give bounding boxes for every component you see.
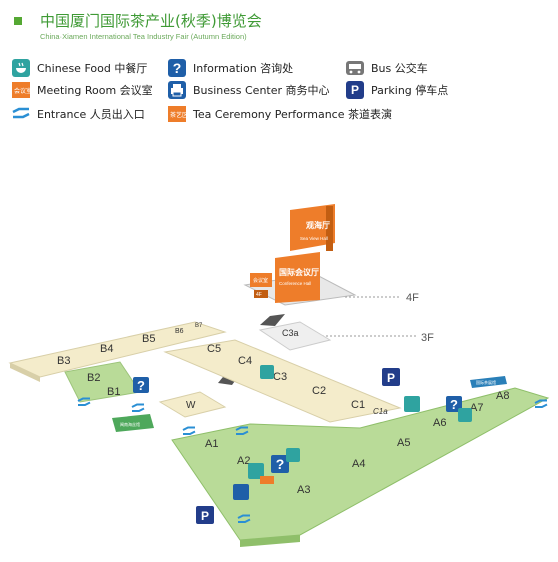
hall-B1[interactable]: B1 bbox=[107, 386, 120, 398]
hall-B2[interactable]: B2 bbox=[87, 372, 100, 384]
parking-icon: P bbox=[346, 81, 364, 99]
hall-A1[interactable]: A1 bbox=[205, 438, 218, 450]
hall-A6[interactable]: A6 bbox=[433, 417, 446, 429]
sign-hall-right-text: 国际茶展馆 bbox=[476, 379, 496, 385]
info-marker-a[interactable] bbox=[271, 455, 289, 473]
info-marker-east[interactable] bbox=[446, 396, 462, 412]
legend-label: Parking 停车点 bbox=[371, 84, 449, 97]
hall-C3[interactable]: C3 bbox=[273, 371, 287, 383]
hall-B4[interactable]: B4 bbox=[100, 343, 113, 355]
meeting-room-badge[interactable] bbox=[250, 273, 272, 287]
hall-B5[interactable]: B5 bbox=[142, 333, 155, 345]
legend-label: Business Center 商务中心 bbox=[193, 84, 330, 97]
sea-view-hall[interactable] bbox=[290, 204, 335, 251]
hall-C2[interactable]: C2 bbox=[312, 385, 326, 397]
sea-view-hall-side bbox=[326, 206, 333, 251]
hall-B3[interactable]: B3 bbox=[57, 355, 70, 367]
legend-tea-ceremony: 茶艺区 Tea Ceremony Performance 茶道表演 bbox=[168, 104, 392, 124]
legend-business-center: Business Center 商务中心 bbox=[168, 80, 330, 100]
hall-A3[interactable]: A3 bbox=[297, 484, 310, 496]
b-wing-edge bbox=[10, 363, 40, 382]
legend-label: Chinese Food 中餐厅 bbox=[37, 62, 148, 75]
conference-hall-cn: 国际会议厅 bbox=[279, 267, 319, 277]
legend-chinese-food: Chinese Food 中餐厅 bbox=[12, 58, 147, 78]
bus-icon bbox=[346, 59, 364, 77]
sign-hall-right bbox=[470, 376, 507, 388]
escalator-upper bbox=[260, 314, 285, 326]
hall-C3a[interactable]: C3a bbox=[282, 328, 299, 338]
meeting-room-icon: 会议室 bbox=[12, 81, 30, 99]
legend-information: ? Information 咨询处 bbox=[168, 58, 293, 78]
a-wing-edge bbox=[240, 535, 300, 547]
information-icon: ? bbox=[168, 59, 186, 77]
hall-C1a[interactable]: C1a bbox=[373, 407, 388, 416]
sign-hall-left bbox=[112, 414, 154, 432]
c-wing-floor bbox=[163, 339, 402, 423]
parking-icon[interactable] bbox=[382, 368, 400, 386]
entrance-icon bbox=[182, 426, 196, 435]
conference-hall[interactable] bbox=[275, 252, 320, 303]
hall-A7[interactable]: A7 bbox=[470, 402, 483, 414]
entrance-icon bbox=[131, 403, 145, 412]
legend-entrance: Entrance 人员出入口 bbox=[12, 104, 145, 124]
food-icon[interactable] bbox=[286, 448, 300, 462]
hall-A8[interactable]: A8 bbox=[496, 390, 509, 402]
svg-text:茶艺区: 茶艺区 bbox=[170, 111, 186, 119]
legend-bus: Bus 公交车 bbox=[346, 58, 428, 78]
hall-B7[interactable]: B7 bbox=[195, 323, 203, 329]
legend-parking: P Parking 停车点 bbox=[346, 80, 448, 100]
legend-label: Information 咨询处 bbox=[193, 62, 294, 75]
parking-letter: P bbox=[387, 371, 395, 385]
printer-icon bbox=[168, 81, 186, 99]
hall-A4[interactable]: A4 bbox=[352, 458, 365, 470]
tea-ceremony-icon: 茶艺区 bbox=[168, 105, 186, 123]
hall-C1[interactable]: C1 bbox=[351, 399, 365, 411]
floor-4f-tag bbox=[254, 290, 268, 298]
hall-C5[interactable]: C5 bbox=[207, 343, 221, 355]
information-icon: ? bbox=[276, 456, 285, 472]
printer-icon[interactable] bbox=[233, 484, 249, 500]
parking-icon[interactable] bbox=[196, 506, 214, 524]
floor-label-4f: 4F bbox=[406, 292, 419, 304]
legend-label: Bus 公交车 bbox=[371, 62, 428, 75]
meeting-room-badge-text: 会议室 bbox=[253, 277, 268, 284]
food-icon[interactable] bbox=[458, 408, 472, 422]
conference-hall-en: Conference Hall bbox=[279, 281, 311, 286]
legend-meeting-room: 会议室 Meeting Room 会议室 bbox=[12, 80, 153, 100]
food-icon[interactable] bbox=[260, 365, 274, 379]
hall-A2[interactable]: A2 bbox=[237, 455, 250, 467]
sign-hall-left-text: 闽南海丝馆 bbox=[120, 421, 140, 427]
tea-ceremony-marker[interactable] bbox=[260, 476, 274, 484]
page-subtitle: China·Xiamen International Tea Industry … bbox=[40, 32, 247, 41]
sea-view-hall-en: Sea View Hall bbox=[300, 236, 328, 241]
svg-text:会议室: 会议室 bbox=[14, 87, 30, 95]
legend-label: Tea Ceremony Performance 茶道表演 bbox=[193, 108, 392, 121]
w-block bbox=[158, 391, 227, 418]
food-icon[interactable] bbox=[404, 396, 420, 412]
parking-letter: P bbox=[201, 509, 209, 523]
floor-4f-tag-text: 4F bbox=[256, 292, 262, 298]
hall-W[interactable]: W bbox=[186, 400, 196, 411]
hall-B6[interactable]: B6 bbox=[175, 328, 184, 335]
information-icon: ? bbox=[450, 397, 458, 412]
food-icon[interactable] bbox=[248, 463, 264, 479]
legend-label: Meeting Room 会议室 bbox=[37, 84, 153, 97]
legend-label: Entrance 人员出入口 bbox=[37, 108, 145, 121]
title-marker bbox=[14, 17, 22, 25]
entrance-icon bbox=[12, 105, 30, 123]
floor-label-3f: 3F bbox=[421, 332, 434, 344]
svg-text:P: P bbox=[351, 83, 359, 97]
sea-view-hall-cn: 观海厅 bbox=[306, 220, 330, 230]
svg-text:?: ? bbox=[173, 60, 182, 76]
food-icon bbox=[12, 59, 30, 77]
hall-C4[interactable]: C4 bbox=[238, 355, 252, 367]
information-icon: ? bbox=[137, 378, 145, 393]
floor-3f-platform bbox=[258, 321, 332, 351]
info-marker-b[interactable] bbox=[133, 377, 149, 393]
page-title: 中国厦门国际茶产业(秋季)博览会 bbox=[40, 12, 262, 30]
hall-A5[interactable]: A5 bbox=[397, 437, 410, 449]
